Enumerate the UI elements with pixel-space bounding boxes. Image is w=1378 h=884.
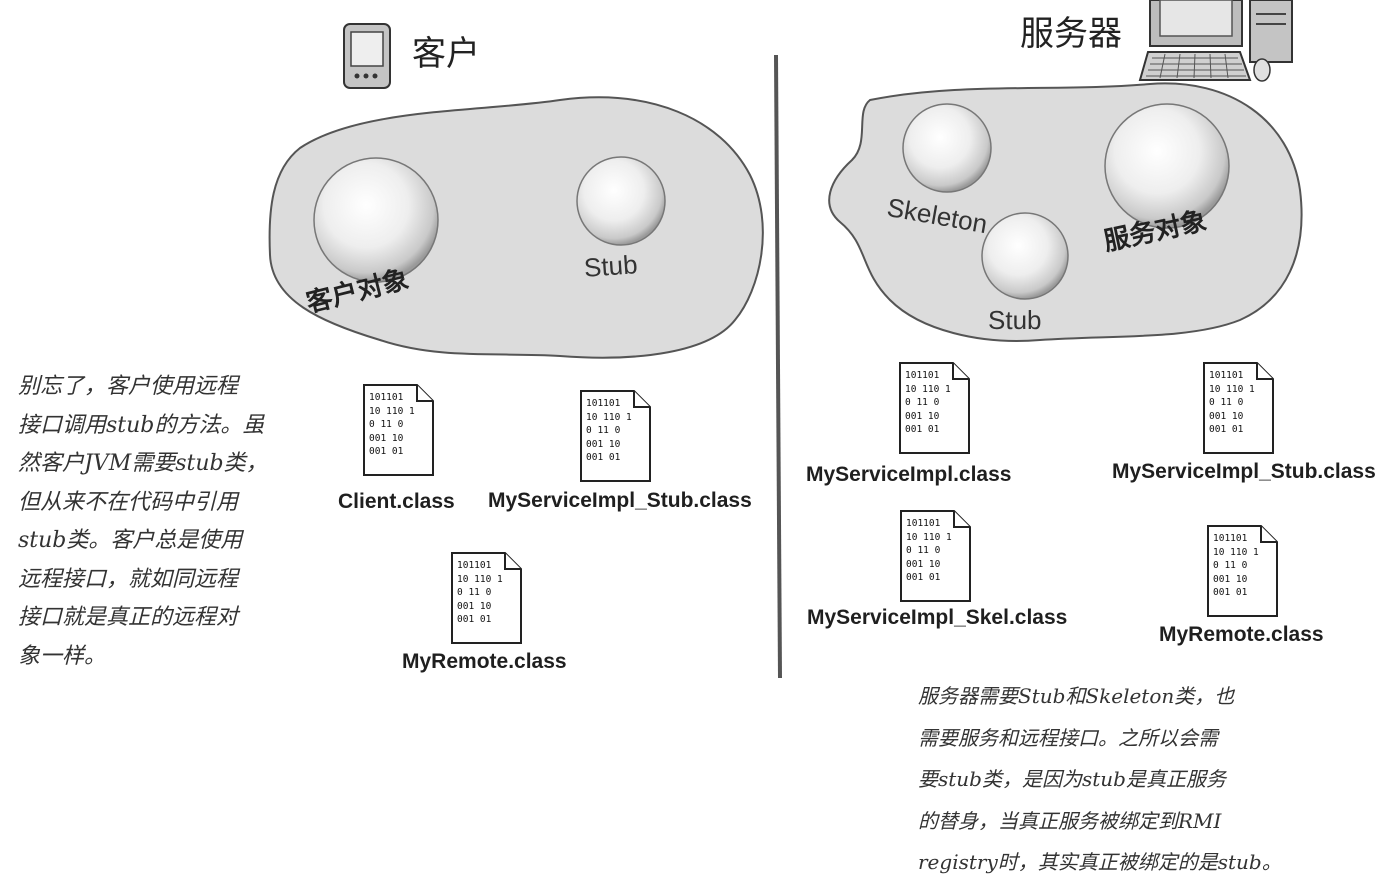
- binary-content: 101101 10 110 1 0 11 0 001 10 001 01: [905, 370, 951, 436]
- class-file-icon: 101101 10 110 1 0 11 0 001 10 001 01: [899, 362, 971, 454]
- binary-content: 101101 10 110 1 0 11 0 001 10 001 01: [1213, 533, 1259, 599]
- binary-content: 101101 10 110 1 0 11 0 001 10 001 01: [369, 392, 415, 458]
- client-stub-file-label: MyServiceImpl_Stub.class: [488, 489, 752, 512]
- client-object-sphere: [313, 157, 439, 283]
- server-stub-file-label: MyServiceImpl_Stub.class: [1112, 460, 1376, 483]
- client-stub-label: Stub: [582, 249, 639, 283]
- binary-content: 101101 10 110 1 0 11 0 001 10 001 01: [906, 518, 952, 584]
- server-remote-file-label: MyRemote.class: [1159, 623, 1324, 646]
- binary-content: 101101 10 110 1 0 11 0 001 10 001 01: [457, 560, 503, 626]
- skeleton-sphere: [902, 103, 992, 193]
- client-stub-sphere: [576, 156, 666, 246]
- server-note: 服务器需要Stub和Skeleton类，也 需要服务和远程接口。之所以会需 要s…: [918, 684, 1282, 874]
- class-file-icon: 101101 10 110 1 0 11 0 001 10 001 01: [1207, 525, 1279, 617]
- class-file-icon: 101101 10 110 1 0 11 0 001 10 001 01: [580, 390, 652, 482]
- client-title: 客户: [412, 34, 480, 74]
- server-stub-sphere: [981, 212, 1069, 300]
- class-file-icon: 101101 10 110 1 0 11 0 001 10 001 01: [363, 384, 435, 476]
- class-file-icon: 101101 10 110 1 0 11 0 001 10 001 01: [900, 510, 972, 602]
- client-server-divider: [774, 54, 782, 679]
- pda-device-icon: [343, 23, 391, 89]
- server-title: 服务器: [1020, 14, 1122, 54]
- server-skel-file-label: MyServiceImpl_Skel.class: [807, 606, 1068, 629]
- class-file-icon: 101101 10 110 1 0 11 0 001 10 001 01: [1203, 362, 1275, 454]
- server-stub-label: Stub: [988, 305, 1042, 335]
- client-file-label: Client.class: [338, 490, 455, 513]
- class-file-icon: 101101 10 110 1 0 11 0 001 10 001 01: [451, 552, 523, 644]
- binary-content: 101101 10 110 1 0 11 0 001 10 001 01: [586, 398, 632, 464]
- desktop-computer-icon: [1138, 0, 1293, 82]
- binary-content: 101101 10 110 1 0 11 0 001 10 001 01: [1209, 370, 1255, 436]
- server-impl-file-label: MyServiceImpl.class: [806, 463, 1012, 486]
- client-remote-file-label: MyRemote.class: [402, 650, 567, 673]
- service-object-sphere: [1104, 103, 1230, 229]
- client-note: 别忘了，客户使用远程 接口调用stub的方法。虽 然客户JVM需要stub类， …: [18, 374, 268, 669]
